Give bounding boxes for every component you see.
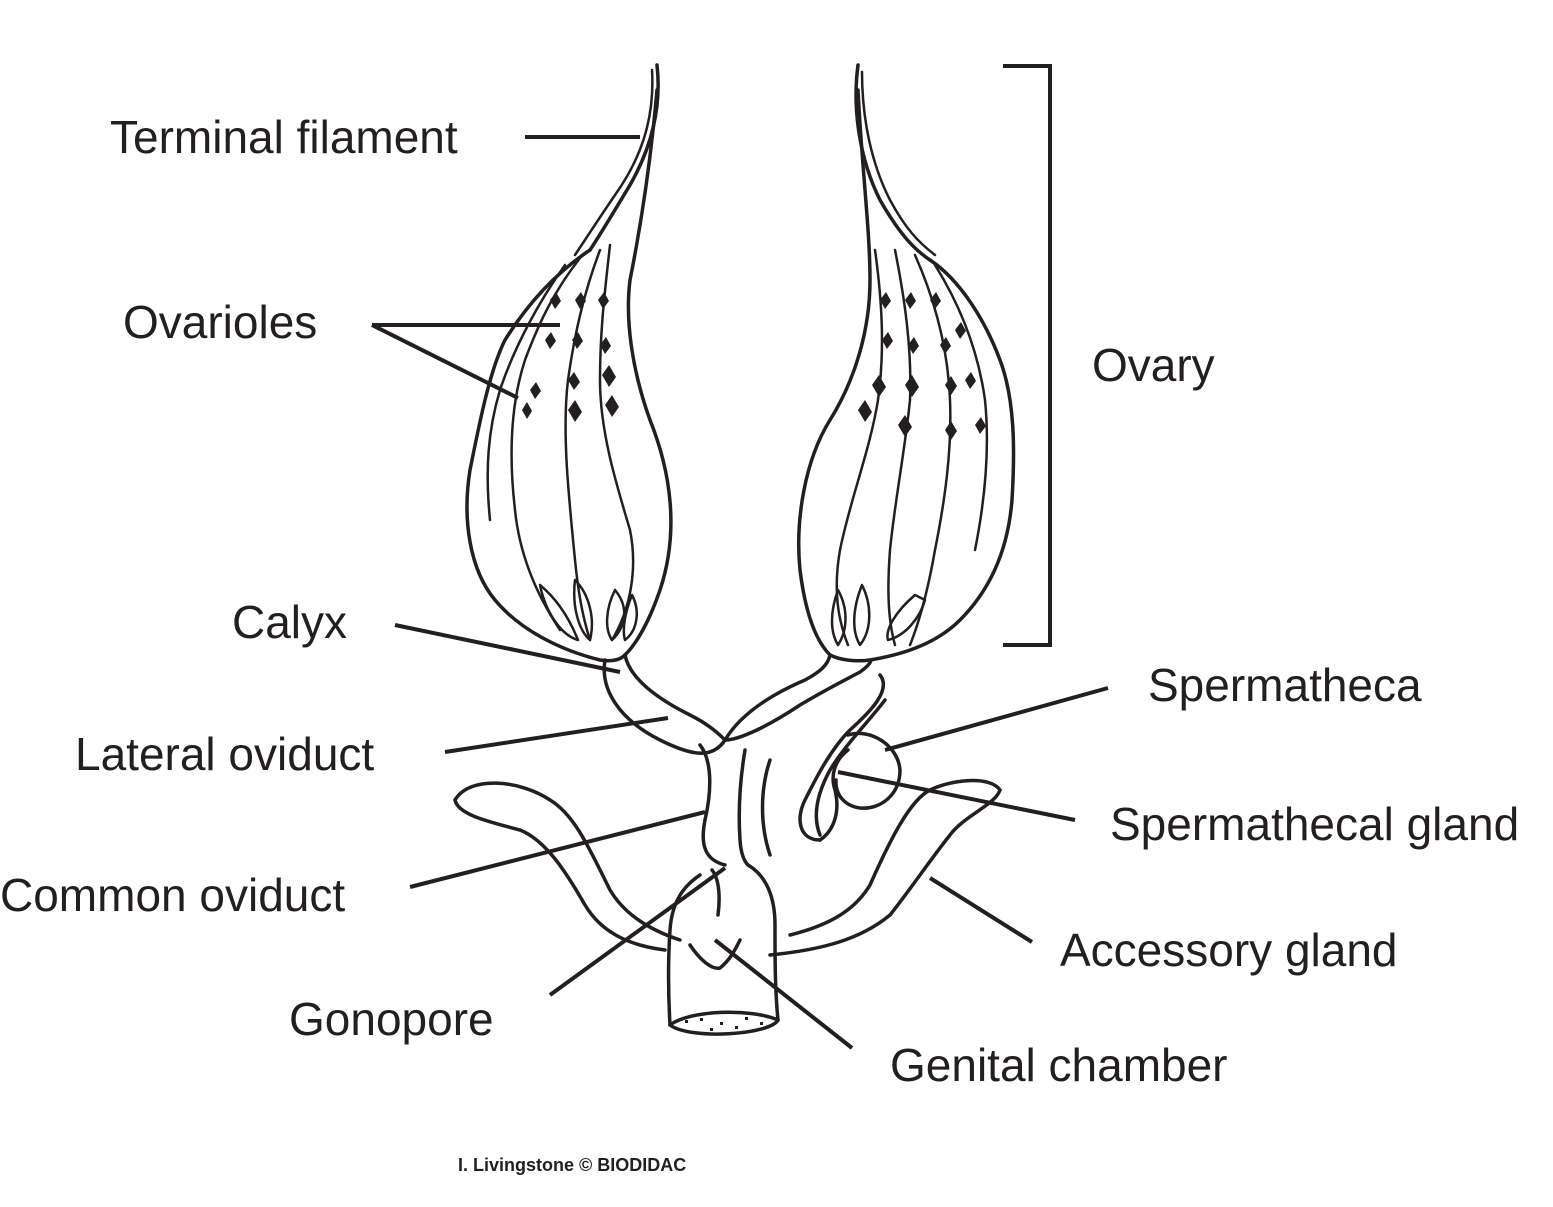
right-ovary xyxy=(797,63,1016,663)
leader-calyx xyxy=(394,623,621,674)
leader-ovarioles-b xyxy=(371,323,519,400)
label-spermathecal-gland: Spermathecal gland xyxy=(1110,798,1520,850)
left-ovary xyxy=(465,63,673,663)
leader-lines xyxy=(371,64,1109,1050)
leader-gonopore xyxy=(548,866,727,997)
leader-lateral-oviduct xyxy=(444,716,669,754)
label-genital-chamber: Genital chamber xyxy=(890,1039,1228,1091)
label-terminal-filament: Terminal filament xyxy=(110,111,458,163)
leader-genital-chamber xyxy=(713,938,854,1050)
leader-spermathecal-gland xyxy=(837,770,1076,822)
label-ovarioles: Ovarioles xyxy=(123,296,318,348)
label-ovary: Ovary xyxy=(1092,339,1215,391)
label-lateral-oviduct: Lateral oviduct xyxy=(75,728,375,780)
label-spermatheca: Spermatheca xyxy=(1148,659,1422,711)
label-accessory-gland: Accessory gland xyxy=(1060,924,1398,976)
leader-spermatheca xyxy=(884,686,1109,752)
label-common-oviduct: Common oviduct xyxy=(0,869,346,921)
credit-line: I. Livingstone © BIODIDAC xyxy=(458,1155,687,1175)
leader-accessory-gland xyxy=(928,876,1034,944)
label-gonopore: Gonopore xyxy=(289,993,494,1045)
leader-common-oviduct xyxy=(409,810,706,889)
ovary-bracket xyxy=(1003,64,1052,647)
oviducts xyxy=(453,653,1002,1036)
label-calyx: Calyx xyxy=(232,596,348,648)
